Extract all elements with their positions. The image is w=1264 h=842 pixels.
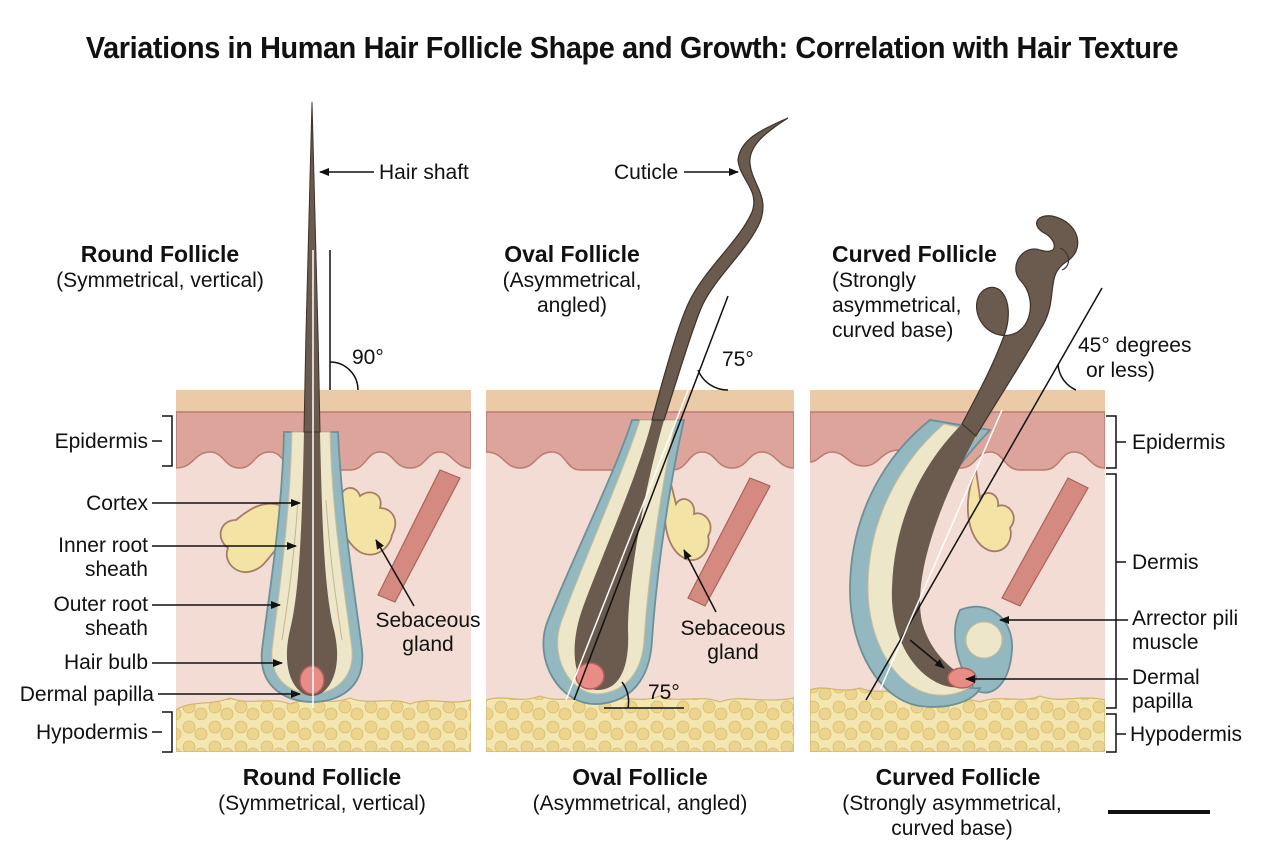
- angle-oval-bottom: 75°: [648, 681, 680, 704]
- caption-oval-sub: (Asymmetrical, angled): [533, 792, 748, 815]
- label-hair-bulb: Hair bulb: [64, 651, 148, 674]
- panel-oval: [486, 117, 794, 752]
- label-sebaceous-2: gland: [402, 633, 453, 656]
- angle-oval: 75°: [722, 348, 754, 371]
- caption-round-sub: (Symmetrical, vertical): [218, 792, 426, 815]
- label-dermal-papilla-left: Dermal papilla: [20, 683, 155, 706]
- label-sebaceous-oval-2: gland: [707, 641, 758, 664]
- diagram-title: Variations in Human Hair Follicle Shape …: [85, 30, 1179, 65]
- label-arrector-pili-1: Arrector pili: [1132, 607, 1238, 630]
- curved-subtitle-1: (Strongly: [832, 269, 917, 292]
- label-hair-shaft: Hair shaft: [379, 161, 469, 184]
- label-sebaceous-1: Sebaceous: [375, 609, 480, 632]
- skin-block-round: [176, 390, 471, 752]
- oval-subtitle-2: angled): [537, 294, 607, 317]
- caption-oval-title: Oval Follicle: [572, 764, 708, 790]
- label-hypodermis-right: Hypodermis: [1130, 723, 1242, 746]
- label-epidermis-left: Epidermis: [55, 430, 148, 453]
- curved-subtitle-3: curved base): [832, 319, 953, 342]
- round-heading: Round Follicle: [81, 241, 239, 267]
- label-arrector-pili-2: muscle: [1132, 631, 1199, 654]
- oval-heading: Oval Follicle: [504, 241, 640, 267]
- panel-round: [176, 101, 471, 752]
- skin-block-curved: [810, 390, 1105, 752]
- round-subtitle: (Symmetrical, vertical): [56, 269, 264, 292]
- label-cuticle: Cuticle: [614, 161, 678, 184]
- angle-curved-1: 45° degrees: [1078, 334, 1191, 357]
- curved-subtitle-2: asymmetrical,: [832, 294, 962, 317]
- caption-curved-sub-1: (Strongly asymmetrical,: [842, 792, 1061, 815]
- label-cortex: Cortex: [86, 492, 148, 515]
- label-sebaceous-oval-1: Sebaceous: [680, 617, 785, 640]
- caption-curved-title: Curved Follicle: [876, 764, 1041, 790]
- skin-block-oval: [486, 390, 794, 752]
- curved-heading: Curved Follicle: [832, 241, 997, 267]
- oval-subtitle-1: (Asymmetrical,: [503, 269, 642, 292]
- caption-round-title: Round Follicle: [243, 764, 401, 790]
- angle-curved-2: or less): [1086, 359, 1155, 382]
- label-dermis: Dermis: [1132, 551, 1199, 574]
- label-dermal-papilla-right-2: papilla: [1132, 690, 1193, 713]
- angle-round: 90°: [352, 346, 384, 369]
- label-epidermis-right: Epidermis: [1132, 431, 1225, 454]
- label-dermal-papilla-right-1: Dermal: [1132, 666, 1200, 689]
- label-hypodermis-left: Hypodermis: [36, 721, 148, 744]
- label-outer-root-sheath-2: sheath: [85, 617, 148, 640]
- label-outer-root-sheath-1: Outer root: [53, 593, 148, 616]
- panel-curved: [810, 215, 1105, 752]
- caption-curved-sub-2: curved base): [891, 817, 1012, 840]
- label-inner-root-sheath-2: sheath: [85, 558, 148, 581]
- label-inner-root-sheath-1: Inner root: [58, 534, 148, 557]
